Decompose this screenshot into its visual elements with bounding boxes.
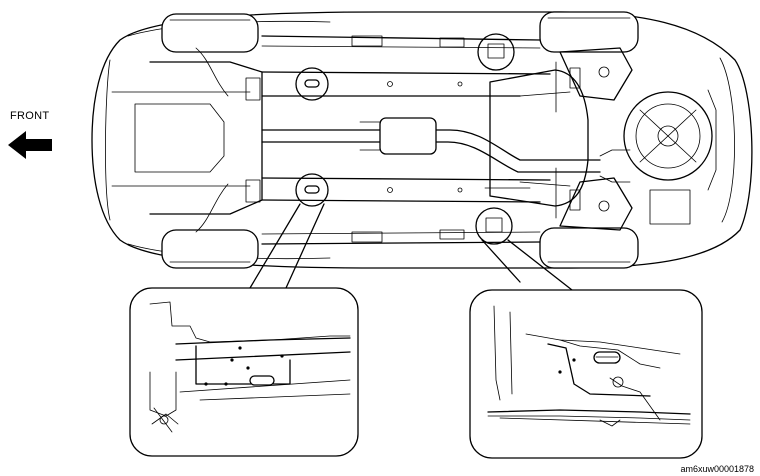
front-label: FRONT	[10, 110, 50, 122]
jack-point-front-right	[295, 173, 329, 207]
frame-rail-left	[261, 71, 551, 97]
jack-point-rear-left	[477, 33, 515, 71]
figure-id: am6xuw00001878	[680, 464, 754, 474]
frame-rail-right	[261, 177, 551, 203]
front-arrow-icon	[8, 131, 52, 159]
callout-rear-jack-point	[469, 289, 703, 459]
rear-suspension	[555, 47, 633, 231]
callout-leader-lines	[249, 203, 573, 291]
front-subframe	[111, 47, 263, 233]
rear-bumper-area	[649, 89, 717, 225]
tire-front-right	[161, 229, 259, 269]
side-sill-left	[261, 35, 541, 49]
tire-rear-left	[539, 11, 639, 53]
exhaust-pipe	[261, 117, 631, 183]
jack-point-front-left	[295, 67, 329, 101]
spare-tire	[623, 91, 713, 181]
tire-rear-right	[539, 227, 639, 269]
callout-front-jack-point	[129, 287, 359, 457]
fuel-tank	[489, 69, 589, 207]
jack-point-rear-right	[475, 207, 513, 245]
tire-front-left	[161, 13, 259, 53]
